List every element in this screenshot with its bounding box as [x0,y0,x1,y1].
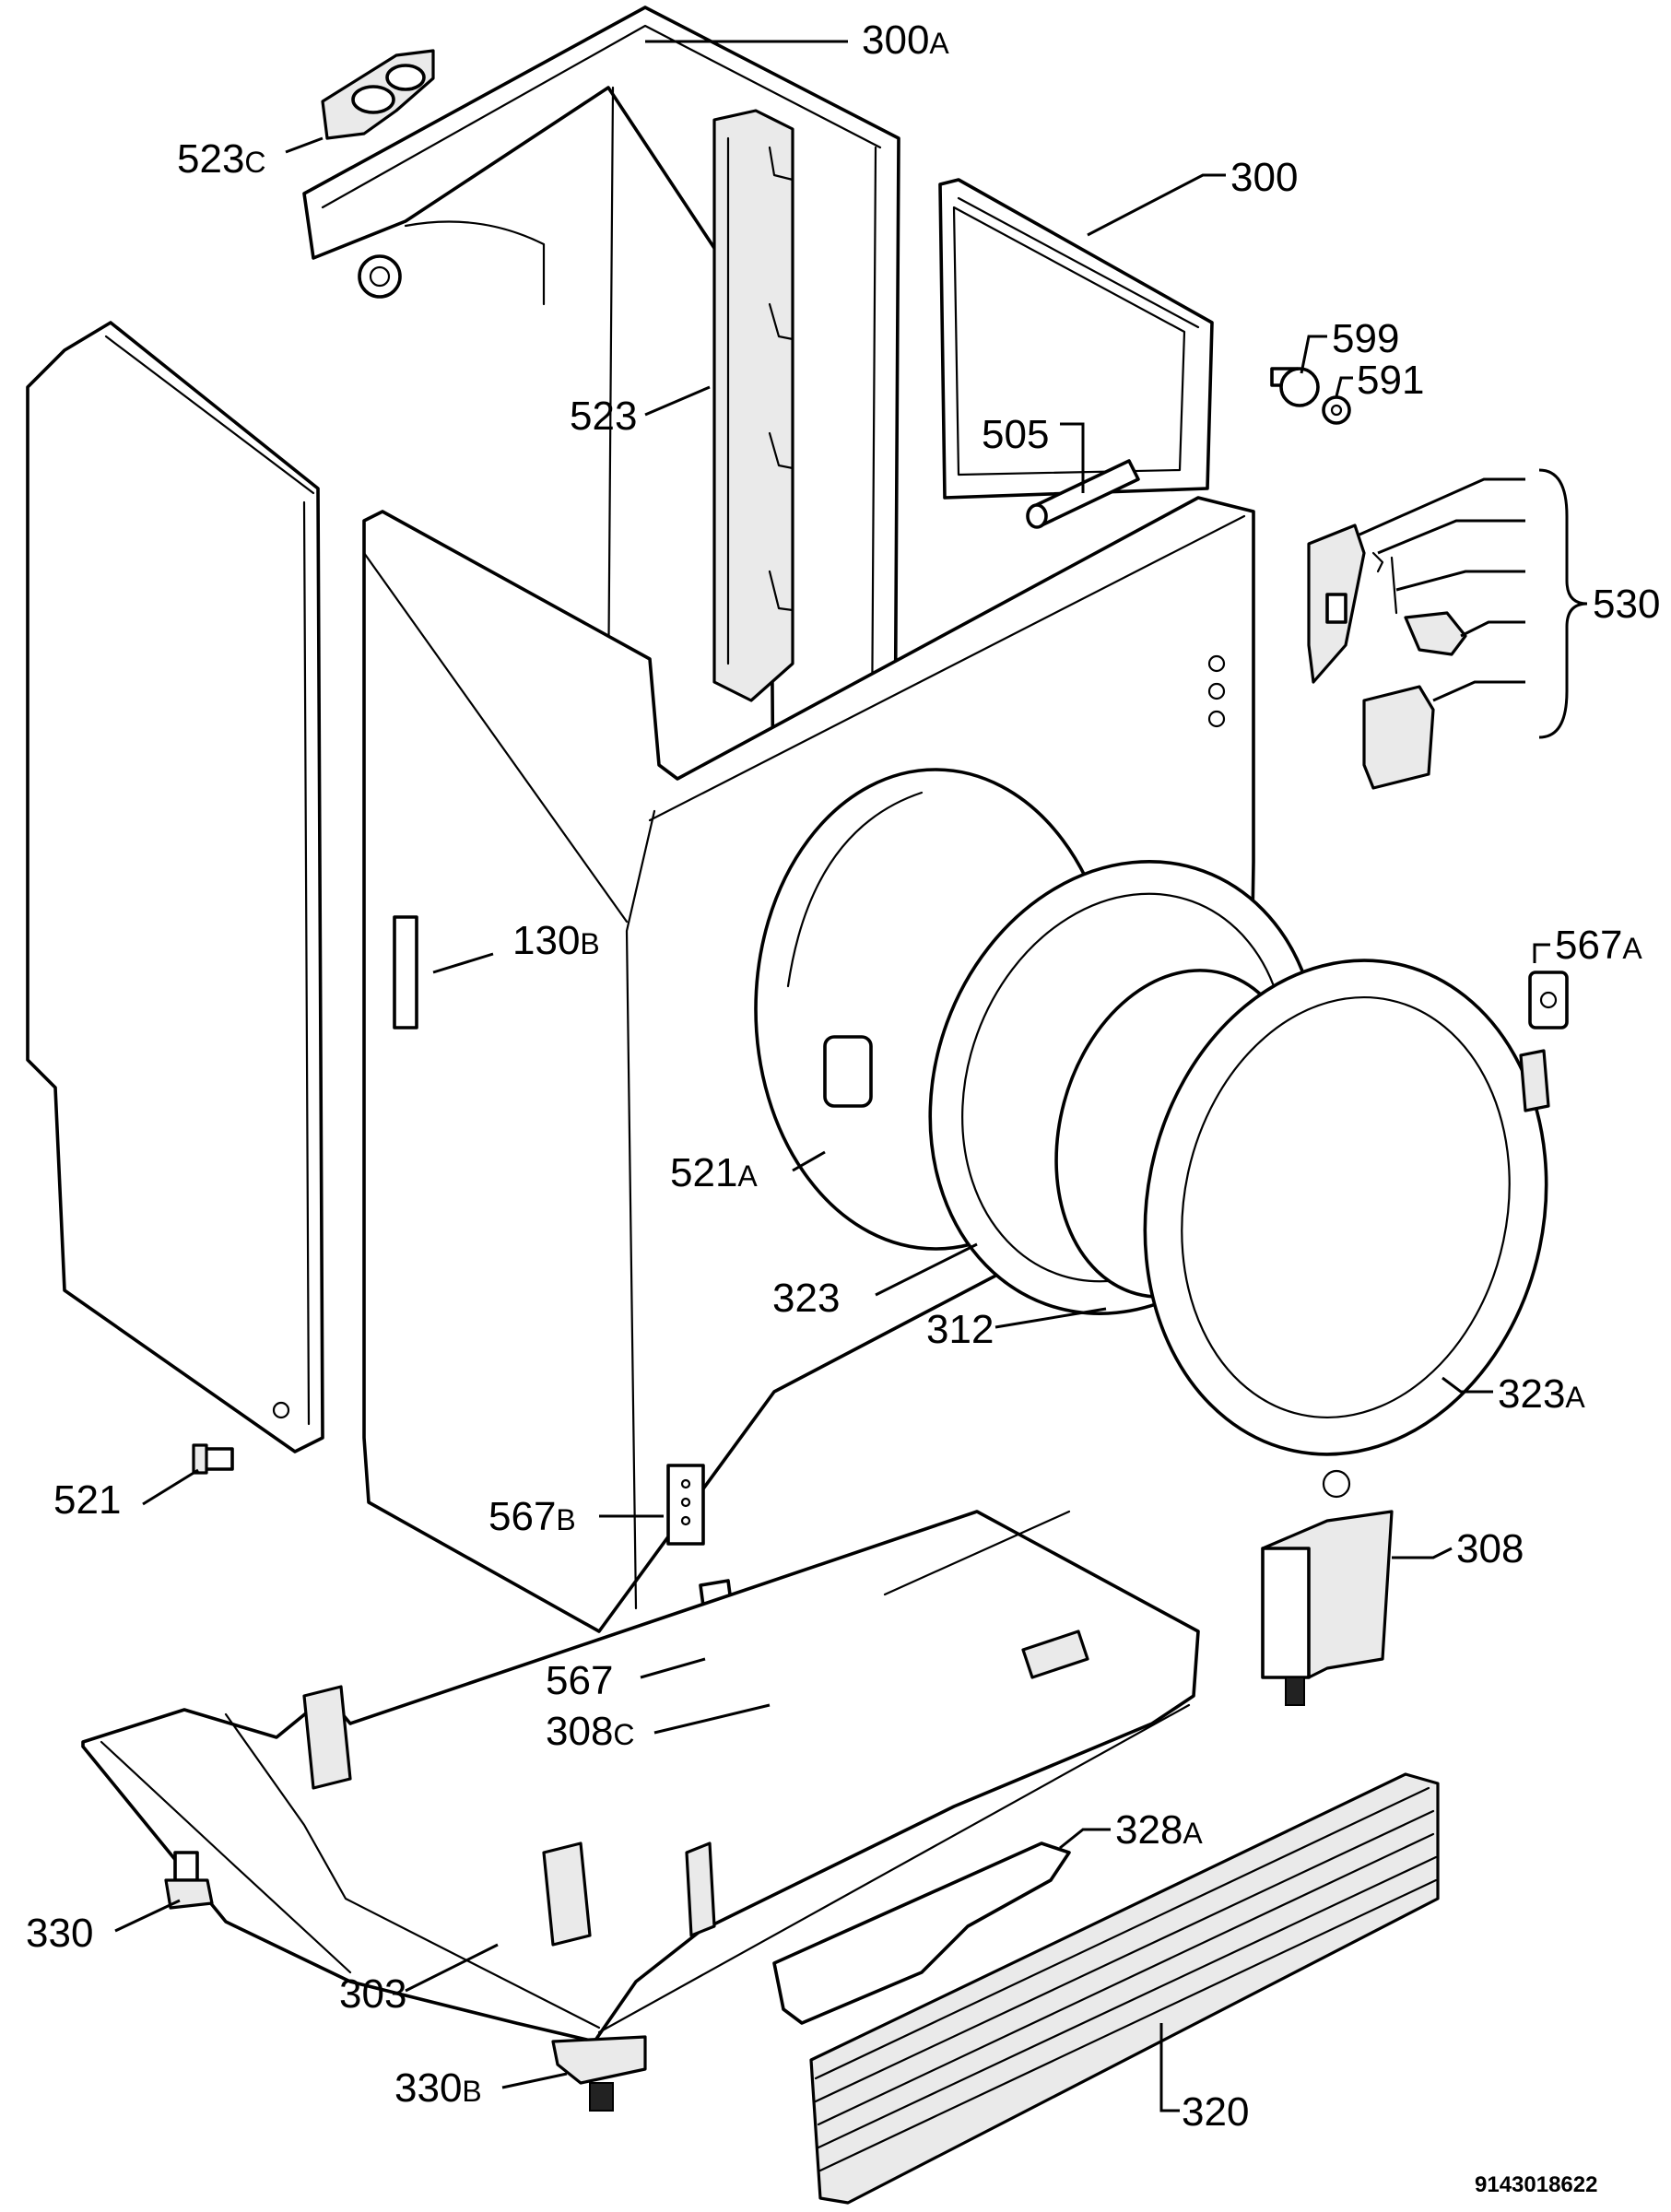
leader-323 [875,1242,978,1297]
leader-530-e [1432,680,1525,702]
label-599: 599 [1332,316,1399,361]
leader-330b [501,2072,568,2089]
label-303: 303 [339,1971,406,2017]
label-308: 308 [1456,1526,1524,1571]
leader-591 [1335,376,1353,397]
leader-530-a [1359,477,1525,536]
part-523-cable-holder [712,109,794,702]
leader-328a [1059,1828,1111,1850]
label-300: 300 [1230,155,1298,200]
label-330b: 330B [394,2065,482,2111]
part-303-base [81,1510,1200,2043]
label-591: 591 [1357,358,1424,403]
leader-523 [644,385,711,417]
label-130b: 130B [512,918,600,963]
label-300a: 300A [862,18,949,63]
leader-567 [640,1657,706,1679]
leader-523c [285,136,324,154]
part-521a-cap [823,1035,873,1108]
leader-530-c [1395,570,1525,592]
part-300-right-frame [938,178,1214,500]
part-505-pipe [1026,459,1140,529]
part-530-lock-assembly [1307,524,1467,790]
label-308c: 308C [546,1709,635,1754]
leader-521a [792,1150,826,1172]
part-308-hinge [1261,1469,1394,1706]
part-599-knob [1270,367,1320,407]
leader-130b [432,952,494,974]
leader-330 [114,1899,181,1933]
bracket-530 [1538,468,1588,739]
leader-308c [653,1703,771,1735]
leader-567a [1533,943,1550,963]
part-591-washer [1322,395,1351,425]
label-521a: 521A [670,1150,758,1195]
label-320: 320 [1182,2089,1249,2135]
part-521-screw [192,1443,234,1475]
part-323a-door [1143,959,1550,1456]
part-567b-bracket [666,1464,705,1546]
label-567a: 567A [1555,923,1642,968]
leader-320 [1159,2023,1180,2112]
leader-530-b [1377,519,1525,555]
leader-530-d [1460,620,1525,638]
part-328a-cover-plate [772,1841,1071,2025]
leader-599 [1300,335,1327,374]
leader-300 [1087,173,1226,237]
label-530: 530 [1593,582,1660,627]
leader-312 [994,1307,1107,1329]
leader-323a [1442,1376,1493,1394]
part-left-side-panel [26,321,324,1453]
label-328a: 328A [1115,1807,1203,1853]
leader-521 [142,1468,199,1506]
label-523: 523 [570,394,637,439]
label-312: 312 [926,1307,994,1352]
leader-303 [405,1943,499,1993]
label-330: 330 [26,1911,93,1956]
label-521: 521 [53,1477,121,1523]
label-523c: 523C [177,136,266,182]
drawing-code: 9143018622 [1475,2172,1597,2197]
leader-lines [114,40,1588,2112]
label-567: 567 [546,1658,613,1703]
part-567a-bracket [1528,971,1569,1030]
label-505: 505 [982,412,1049,457]
leader-308 [1392,1547,1453,1559]
label-567b: 567B [488,1494,576,1539]
label-323a: 323A [1498,1371,1585,1417]
leader-505 [1060,422,1085,493]
part-labels: 300A 523C 300 599 591 523 505 530 130B 5… [26,18,1660,2197]
part-320-plinth [809,1772,1440,2205]
label-323: 323 [772,1276,840,1321]
part-523c-hose-clip [321,49,435,140]
part-330b-foot [551,2035,647,2112]
